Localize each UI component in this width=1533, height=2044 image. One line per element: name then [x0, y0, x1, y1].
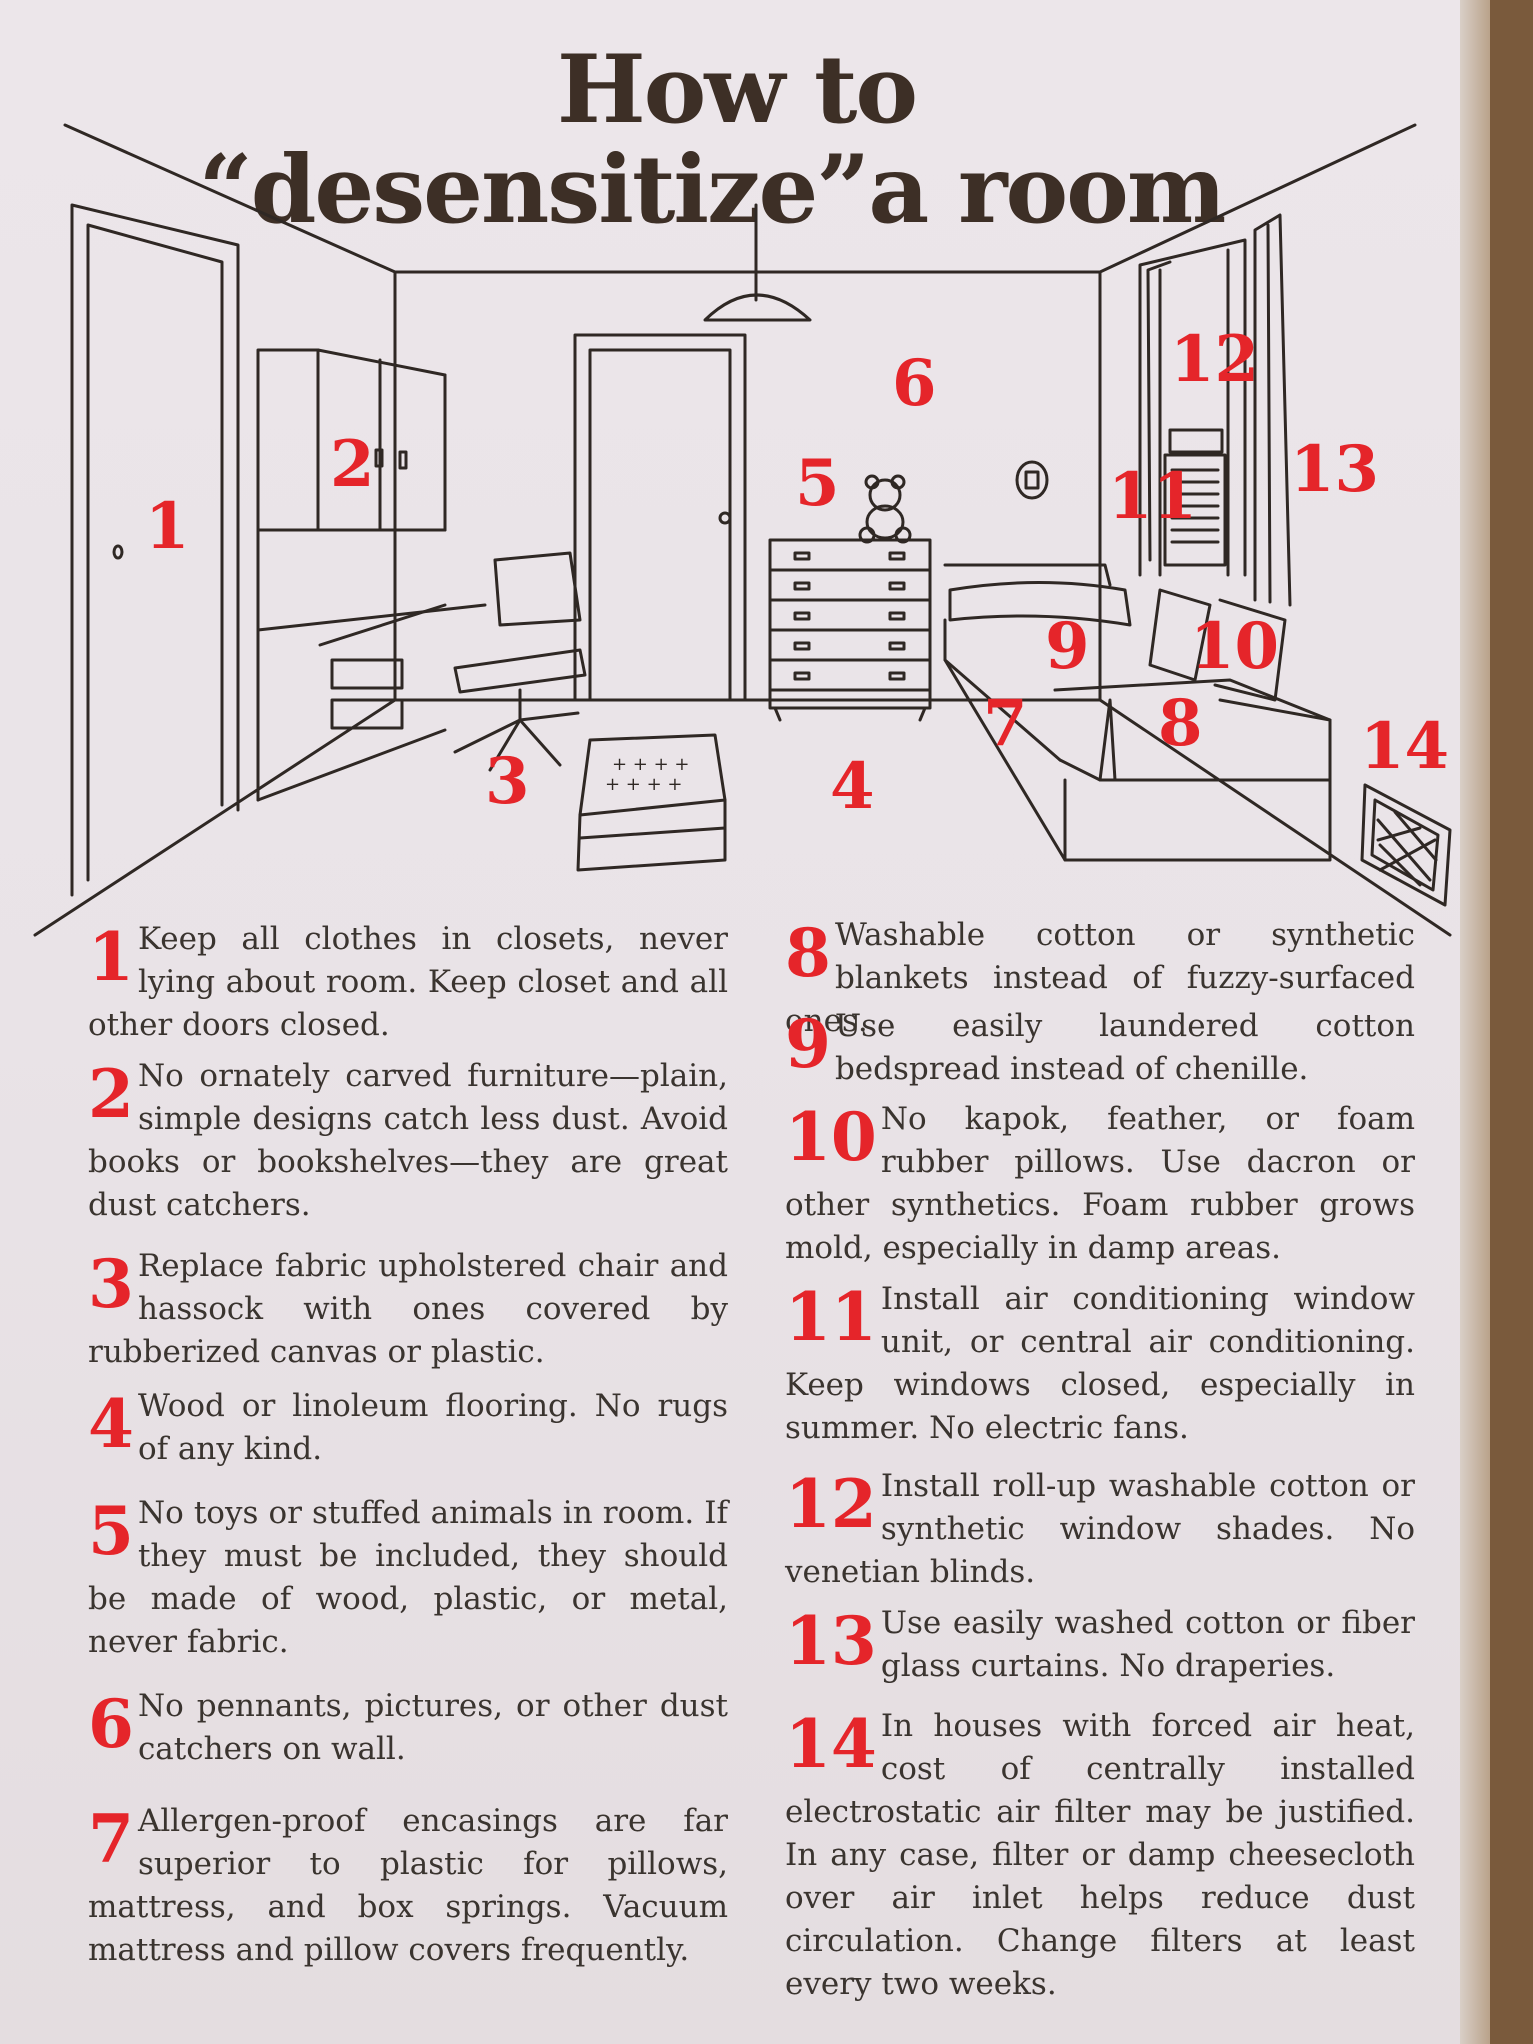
- item-number: 13: [785, 1602, 877, 1680]
- svg-text:+ + + +: + + + +: [605, 774, 683, 795]
- floor-vent-icon: [1360, 783, 1452, 907]
- item-text: Install roll-up washable cotton or synth…: [785, 1468, 1415, 1590]
- item-number: 10: [785, 1098, 877, 1176]
- callout-11: 11: [1108, 459, 1198, 534]
- callout-10: 10: [1190, 609, 1280, 684]
- item-text: No pennants, pictures, or other dust cat…: [137, 1688, 728, 1767]
- item-number: 7: [88, 1800, 134, 1878]
- list-item: 4 Wood or linoleum flooring. No rugs of …: [88, 1385, 728, 1471]
- item-number: 14: [785, 1705, 877, 1783]
- item-number: 9: [785, 1005, 831, 1083]
- list-item: 9 Use easily laundered cotton bedspread …: [785, 1005, 1415, 1091]
- item-number: 2: [88, 1055, 134, 1133]
- callout-8: 8: [1158, 686, 1203, 761]
- callout-4: 4: [830, 749, 875, 824]
- item-text: Washable cotton or synthetic blankets in…: [785, 917, 1415, 1039]
- item-number: 5: [88, 1492, 134, 1570]
- callout-6: 6: [892, 346, 937, 421]
- callout-5: 5: [795, 446, 840, 521]
- list-item: 2 No ornately carved furniture—plain, si…: [88, 1055, 728, 1227]
- desk-chair: [453, 551, 587, 772]
- item-number: 6: [88, 1685, 134, 1763]
- item-text: Install air conditioning window unit, or…: [785, 1281, 1415, 1446]
- list-item: 8 Washable cotton or synthetic blankets …: [785, 914, 1415, 1043]
- item-text: Replace fabric upholstered chair and has…: [88, 1248, 728, 1370]
- teddy-bear-icon: [858, 474, 912, 544]
- window-with-curtains: [1138, 213, 1292, 607]
- dresser: [768, 538, 932, 722]
- item-number: 1: [88, 918, 134, 996]
- hassock: + + + + + + + +: [576, 733, 727, 872]
- item-text: Wood or linoleum flooring. No rugs of an…: [137, 1388, 728, 1467]
- item-text: Use easily washed cotton or fiber glass …: [880, 1605, 1415, 1684]
- left-door: [70, 203, 240, 897]
- item-number: 12: [785, 1465, 877, 1543]
- callout-1: 1: [145, 489, 190, 564]
- list-item: 10 No kapok, feather, or foam rubber pil…: [785, 1098, 1415, 1270]
- item-text: Keep all clothes in closets, never lying…: [88, 921, 728, 1043]
- ceiling-lamp: [703, 203, 812, 322]
- page-sheet: [0, 0, 1490, 2044]
- item-number: 8: [785, 914, 831, 992]
- closet-cabinet: [256, 348, 487, 802]
- list-item: 14 In houses with forced air heat, cost …: [785, 1705, 1415, 2006]
- callout-9: 9: [1045, 609, 1090, 684]
- callout-2: 2: [330, 427, 375, 502]
- callout-13: 13: [1290, 432, 1380, 507]
- item-number: 4: [88, 1385, 134, 1463]
- list-item: 1 Keep all clothes in closets, never lyi…: [88, 918, 728, 1047]
- svg-text:+ + + +: + + + +: [612, 754, 690, 775]
- item-text: Allergen-proof encasings are far superio…: [88, 1803, 728, 1968]
- wall-fixture-icon: [1015, 460, 1049, 500]
- callout-14: 14: [1360, 709, 1450, 784]
- page-title: How to “desensitize”a room: [0, 40, 1533, 240]
- callout-3: 3: [485, 744, 530, 819]
- callout-7: 7: [983, 686, 1028, 761]
- list-item: 13 Use easily washed cotton or fiber gla…: [785, 1602, 1415, 1688]
- item-number: 3: [88, 1245, 134, 1323]
- list-item: 3 Replace fabric upholstered chair and h…: [88, 1245, 728, 1374]
- title-line-1: How to: [556, 35, 918, 145]
- item-text: In houses with forced air heat, cost of …: [785, 1708, 1415, 2002]
- list-item: 12 Install roll-up washable cotton or sy…: [785, 1465, 1415, 1594]
- list-item: 5 No toys or stuffed animals in room. If…: [88, 1492, 728, 1664]
- list-item: 6 No pennants, pictures, or other dust c…: [88, 1685, 728, 1771]
- item-text: No ornately carved furniture—plain, simp…: [88, 1058, 728, 1223]
- item-text: Use easily laundered cotton bedspread in…: [834, 1008, 1415, 1087]
- room-walls: [33, 123, 1452, 937]
- list-item: 11 Install air conditioning window unit,…: [785, 1278, 1415, 1450]
- bed: [943, 563, 1332, 862]
- room-illustration: + + + + + + + +: [33, 123, 1452, 937]
- item-number: 11: [785, 1278, 877, 1356]
- list-item: 7 Allergen-proof encasings are far super…: [88, 1800, 728, 1972]
- title-line-2: “desensitize”a room: [198, 135, 1227, 245]
- callout-12: 12: [1170, 322, 1260, 397]
- back-door: [573, 333, 747, 702]
- item-text: No kapok, feather, or foam rubber pillow…: [785, 1101, 1415, 1266]
- item-text: No toys or stuffed animals in room. If t…: [88, 1495, 728, 1660]
